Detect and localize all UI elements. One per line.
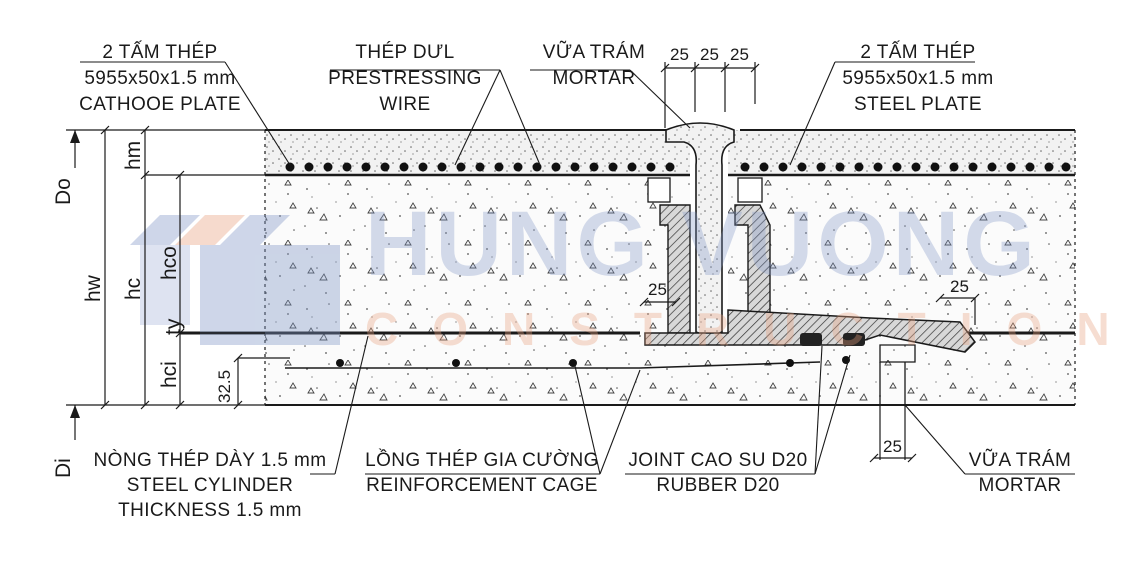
joint-line2: RUBBER D20: [656, 475, 779, 496]
dim-bottom-gap: 25: [883, 437, 902, 456]
reinforcement-cage-dots: [336, 356, 850, 367]
top-left-steel-line2: 5955x50x1.5 mm: [84, 68, 235, 89]
top-left-steel-line1: 2 TẤM THÉP: [102, 41, 217, 63]
label-hci: hci: [158, 361, 181, 388]
dim-spigot-gap: 25: [648, 280, 667, 299]
rubber-gasket-2: [843, 333, 865, 346]
top-right-steel-line2: 5955x50x1.5 mm: [842, 68, 993, 89]
prestressing-wire-dots: [285, 162, 1071, 172]
label-hw: hw: [82, 274, 105, 302]
cage-line1: LỒNG THÉP GIA CƯỜNG: [365, 449, 599, 471]
prestressing-line3: WIRE: [379, 94, 430, 115]
bell-steel-sleeve: [659, 204, 691, 334]
mortar-bottom-line2: MORTAR: [979, 475, 1062, 496]
dim-top-2: 25: [700, 45, 719, 64]
watermark-main: HUNG VUONG: [365, 193, 1039, 295]
cylinder-line1: NÒNG THÉP DÀY 1.5 mm: [94, 449, 327, 471]
top-left-steel-line3: CATHOOE PLATE: [79, 94, 241, 115]
cylinder-line3: THICKNESS 1.5 mm: [118, 500, 302, 521]
spigot-lip: [644, 309, 976, 353]
watermark-sub: CONSTRUCTION: [365, 303, 1123, 355]
spigot-end-box: [737, 177, 763, 203]
top-right-steel-line3: STEEL PLATE: [854, 94, 982, 115]
dim-cage-offset: 32.5: [215, 370, 234, 403]
top-right-steel-line1: 2 TẤM THÉP: [860, 41, 975, 63]
label-ty: ty: [162, 318, 185, 335]
label-hc: hc: [122, 278, 145, 300]
dim-right-gap: 25: [950, 277, 969, 296]
bell-end-box: [647, 177, 671, 203]
label-hco: hco: [158, 246, 181, 280]
joint-mortar-plug: [665, 122, 735, 336]
dim-top-3: 25: [730, 45, 749, 64]
label-hm: hm: [122, 141, 145, 170]
prestressing-line1: THÉP DƯL: [355, 42, 454, 63]
dim-top-1: 25: [670, 45, 689, 64]
watermark-logo: [130, 215, 340, 345]
joint-line1: JOINT CAO SU D20: [628, 450, 807, 471]
label-di: Di: [52, 458, 75, 478]
cylinder-line2: STEEL CYLINDER: [127, 475, 293, 496]
rubber-gasket-1: [800, 333, 822, 346]
label-do: Do: [52, 178, 75, 205]
cage-line2: REINFORCEMENT CAGE: [366, 475, 598, 496]
prestressing-line2: PRESTRESSING: [328, 68, 482, 89]
spigot-step: [879, 344, 916, 363]
mortar-top-line2: MORTAR: [553, 68, 636, 89]
mortar-bottom-line1: VỮA TRÁM: [969, 449, 1072, 471]
mortar-top-line1: VỮA TRÁM: [543, 41, 646, 63]
